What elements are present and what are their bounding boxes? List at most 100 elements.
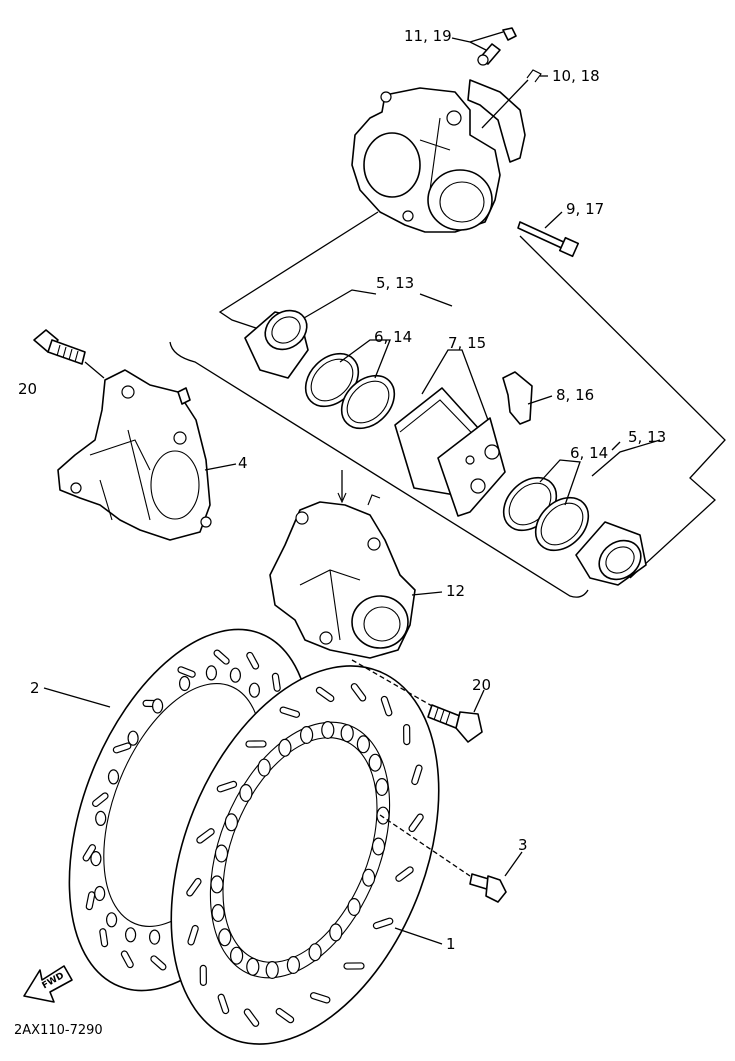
disc-slot	[217, 993, 230, 1015]
callout-20-bottom: 20	[472, 676, 491, 694]
leader-lines	[43, 31, 661, 945]
piston-seal-top	[304, 352, 396, 430]
disc-hole	[376, 806, 390, 825]
disc-slot	[186, 877, 202, 897]
piston-seal-bottom	[502, 476, 590, 552]
disc-hole	[218, 928, 232, 947]
disc-slot	[246, 651, 260, 670]
disc-slot	[150, 955, 167, 971]
callout-2: 2	[30, 679, 40, 697]
disc-hole	[152, 698, 164, 714]
disc-slot	[216, 780, 238, 793]
disc-hole	[224, 813, 238, 832]
disc-hole	[107, 769, 120, 785]
disc-hole	[127, 730, 139, 746]
disc-slot	[279, 706, 301, 718]
leader-bolt-left-caliper	[84, 361, 105, 379]
callout-5-13-bottom: 5, 13	[628, 428, 666, 446]
disc-hole	[94, 885, 106, 902]
disc-slot	[271, 672, 281, 692]
disc-slot	[380, 695, 393, 717]
assembly-outline	[218, 211, 379, 331]
disc-slot	[243, 1008, 260, 1027]
disc-screw	[469, 873, 507, 903]
callout-6-14-bottom: 6, 14	[570, 444, 608, 462]
disc-hole	[340, 724, 354, 743]
disc-hole	[300, 725, 314, 744]
disc-hole	[210, 875, 224, 894]
pad-pin	[517, 221, 580, 258]
callout-10-18: 10, 18	[552, 67, 600, 85]
callout-1: 1	[446, 935, 456, 953]
disc-slot	[275, 1007, 295, 1024]
disc-slot	[92, 792, 109, 808]
disc-slot	[372, 917, 394, 930]
disc-slot	[315, 686, 335, 703]
callout-9-17: 9, 17	[566, 200, 604, 218]
callout-12: 12	[446, 582, 465, 600]
disc-hole	[229, 667, 241, 683]
disc-slot	[395, 866, 414, 882]
disc-hole	[308, 943, 322, 962]
caliper-bottom	[269, 494, 416, 659]
disc-hole	[265, 960, 279, 979]
disc-hole	[375, 777, 389, 796]
bolt-bottom	[427, 704, 483, 743]
leader-bolt-bottom	[351, 659, 433, 707]
callout-11-19: 11, 19	[404, 27, 452, 45]
bleed-screw	[477, 27, 517, 66]
disc-slot	[187, 924, 199, 946]
callout-20-left: 20	[18, 380, 37, 398]
piston-top	[244, 309, 309, 379]
disc-hole	[239, 783, 253, 802]
disc-hole	[362, 868, 376, 887]
callout-5-13-top: 5, 13	[376, 274, 414, 292]
disc-hole	[125, 927, 137, 943]
disc-hole	[321, 720, 335, 739]
disc-hole	[205, 665, 217, 681]
pad-clip	[526, 69, 542, 83]
forward-arrow-icon: FWD	[23, 965, 73, 1003]
disc-hole	[246, 957, 260, 976]
disc-hole	[179, 675, 191, 692]
disc-hole	[149, 929, 161, 945]
piston-bottom	[575, 521, 647, 586]
disc-hole	[230, 946, 244, 965]
brake-disc-front	[170, 665, 440, 1045]
disc-hole	[286, 955, 300, 974]
disc-hole	[329, 923, 343, 942]
disc-hole	[90, 850, 102, 867]
disc-slot	[411, 764, 423, 786]
disc-hole	[105, 912, 118, 928]
assembly-arrow-head	[337, 492, 347, 504]
disc-slot	[309, 992, 331, 1004]
disc-slot	[350, 683, 367, 702]
disc-slot	[199, 964, 207, 986]
disc-slot	[408, 813, 424, 833]
disc-hole	[368, 753, 382, 772]
disc-slot	[213, 649, 230, 665]
callout-7-15: 7, 15	[448, 334, 486, 352]
brake-pad-set	[394, 387, 506, 517]
disc-hole	[95, 810, 107, 827]
disc-slot	[85, 891, 96, 911]
assembly-outline-right	[519, 235, 726, 579]
bolt-left	[33, 329, 86, 365]
disc-hole	[248, 682, 260, 698]
diagram-code: 2AX110-7290	[14, 1023, 103, 1038]
disc-slot	[403, 724, 411, 746]
disc-hole	[214, 844, 229, 863]
disc-hole	[356, 735, 370, 754]
disc-hole	[371, 837, 386, 856]
disc-slot	[99, 928, 109, 948]
disc-slot	[196, 828, 215, 844]
callout-4: 4	[238, 454, 248, 472]
leader-disc-screw	[379, 814, 471, 877]
disc-hole	[278, 738, 292, 757]
disc-hole	[257, 758, 271, 777]
caliper-left	[57, 369, 212, 541]
disc-slot	[177, 666, 196, 678]
disc-slot	[120, 950, 134, 969]
disc-hole	[347, 897, 361, 916]
